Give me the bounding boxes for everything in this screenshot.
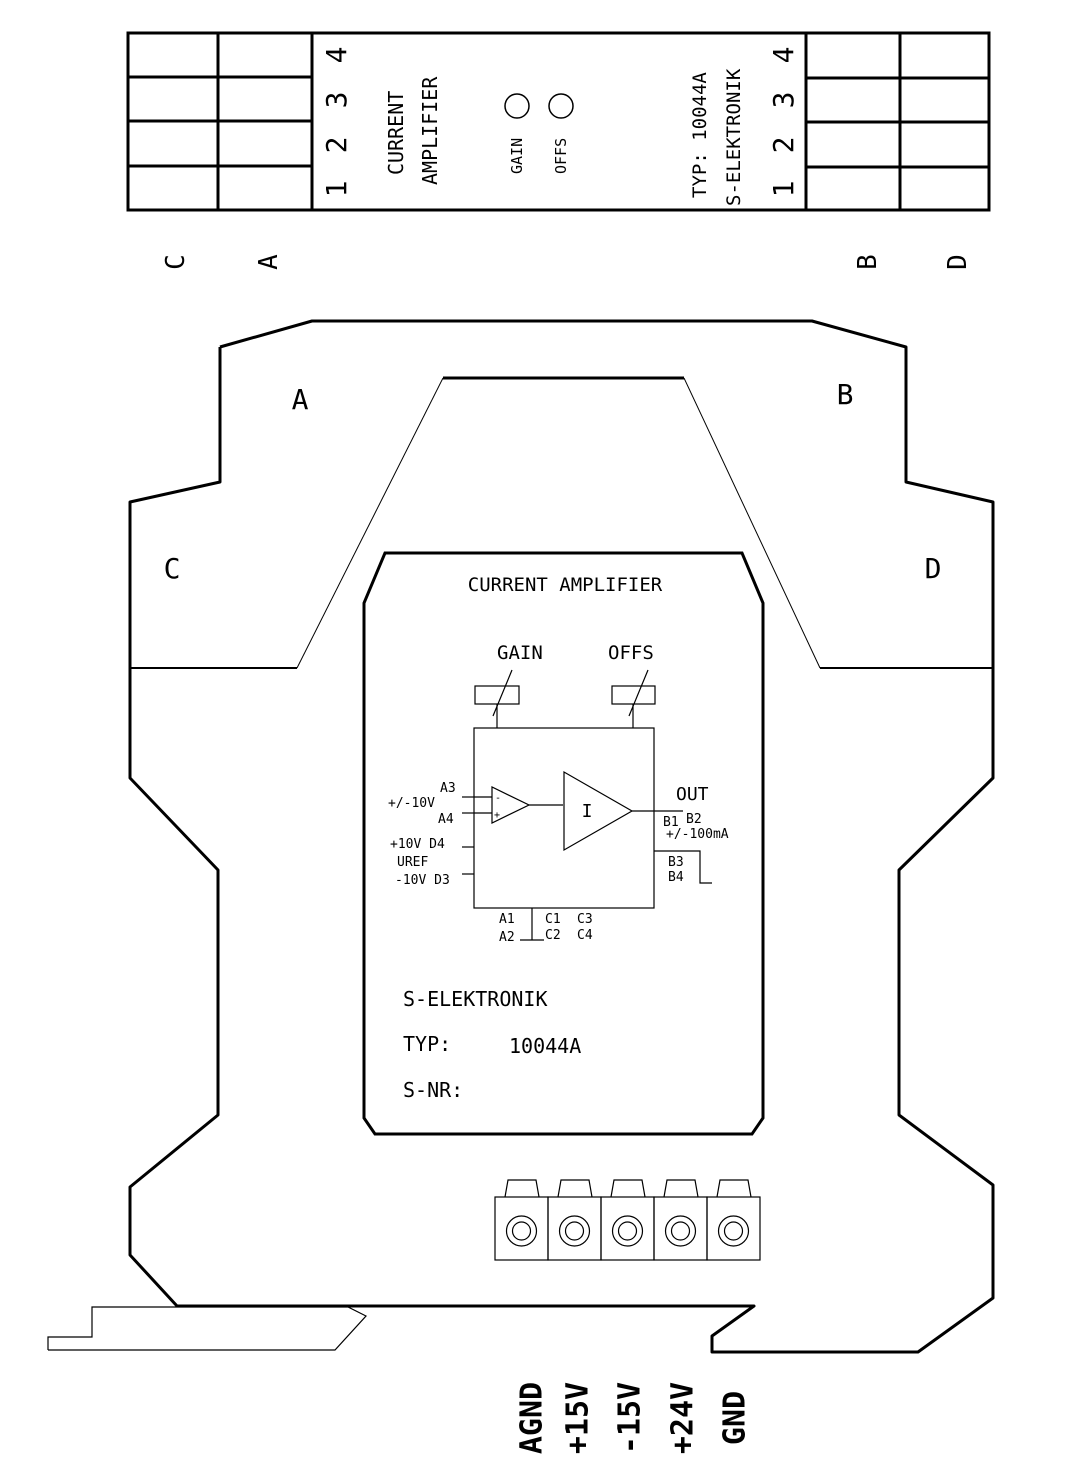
housing-label-b: B bbox=[837, 378, 854, 411]
terminal-screw-outer-gnd-icon bbox=[717, 1215, 750, 1247]
pin-c4: C4 bbox=[577, 928, 593, 943]
pin-c2: C2 bbox=[545, 928, 561, 943]
block-letter-c: C bbox=[161, 254, 191, 270]
terminal-screw-outer-plus24v-icon bbox=[664, 1215, 697, 1247]
schematic-offs-label: OFFS bbox=[608, 642, 654, 664]
opamp-label: I bbox=[582, 801, 593, 822]
pin-b2: B2 bbox=[686, 812, 702, 827]
din-rail-foot bbox=[47, 1306, 367, 1351]
block-letter-d: D bbox=[943, 254, 973, 270]
housing-label-d: D bbox=[925, 552, 942, 585]
terminal-screw-outer-plus15v-icon bbox=[558, 1215, 591, 1247]
housing-outline bbox=[128, 319, 995, 1354]
typ-label: TYP: bbox=[403, 1032, 451, 1056]
top-strip-text: 1 2 3 4 CURRENT AMPLIFIER GAIN OFFS TYP:… bbox=[161, 47, 973, 270]
pin-uref: UREF bbox=[397, 855, 428, 870]
terminal-screw-outer-minus15v-icon bbox=[611, 1215, 644, 1247]
top-type-line: TYP: 10044A bbox=[689, 72, 711, 198]
pin-a3: A3 bbox=[440, 781, 456, 796]
top-title-line1: CURRENT bbox=[384, 91, 408, 175]
terminal-screw-inner-agnd-icon bbox=[511, 1221, 532, 1241]
front-maker: S-ELEKTRONIK bbox=[403, 987, 548, 1011]
terminal-screw-outer-agnd-icon bbox=[505, 1215, 538, 1247]
top-right-pin-1: 1 bbox=[767, 181, 800, 198]
terminal-screw-inner-gnd-icon bbox=[723, 1221, 744, 1241]
schematic bbox=[462, 669, 712, 941]
terminal-clamp-plus15v bbox=[557, 1179, 593, 1198]
schematic-pin-labels: A3 +/-10V A4 +10V D4 UREF -10V D3 B1 B2 … bbox=[388, 781, 729, 945]
out-label: OUT bbox=[676, 784, 709, 805]
pin-b1: B1 bbox=[663, 815, 679, 830]
snr-label: S-NR: bbox=[403, 1078, 463, 1102]
power-terminal-block bbox=[494, 1179, 761, 1261]
terminal-cell-plus15v bbox=[547, 1196, 602, 1261]
terminal-screw-inner-plus24v-icon bbox=[670, 1221, 691, 1241]
top-offs-label: OFFS bbox=[552, 138, 570, 174]
power-label-minus15v: -15V bbox=[613, 1382, 648, 1454]
pin-a2: A2 bbox=[499, 930, 515, 945]
top-right-pin-3: 3 bbox=[767, 92, 800, 109]
block-letter-b: B bbox=[853, 254, 883, 270]
block-letter-a: A bbox=[254, 254, 284, 270]
power-labels: AGND +15V -15V +24V GND bbox=[515, 1382, 753, 1454]
top-maker-line: S-ELEKTRONIK bbox=[723, 68, 745, 206]
terminal-clamp-gnd bbox=[716, 1179, 752, 1198]
terminal-cell-minus15v bbox=[600, 1196, 655, 1261]
power-label-plus24v: +24V bbox=[666, 1382, 701, 1454]
front-panel bbox=[362, 551, 765, 1136]
opamp-plus-sign: + bbox=[494, 810, 500, 821]
terminal-clamp-minus15v bbox=[610, 1179, 646, 1198]
terminal-clamp-plus24v bbox=[663, 1179, 699, 1198]
terminal-screw-inner-plus15v-icon bbox=[564, 1221, 585, 1241]
top-right-pin-2: 2 bbox=[767, 137, 800, 154]
pin-b3: B3 bbox=[668, 855, 684, 870]
power-label-plus15v: +15V bbox=[561, 1382, 596, 1454]
terminal-cell-gnd bbox=[706, 1196, 761, 1261]
top-left-pin-1: 1 bbox=[320, 181, 353, 198]
pin-a1: A1 bbox=[499, 912, 515, 927]
gain-pot-icon bbox=[504, 93, 530, 119]
power-label-agnd: AGND bbox=[515, 1382, 550, 1454]
terminal-cell-agnd bbox=[494, 1196, 549, 1261]
top-strip bbox=[126, 31, 991, 212]
pin-b4: B4 bbox=[668, 870, 684, 885]
pin-input-range: +/-10V bbox=[388, 796, 435, 811]
top-left-pin-3: 3 bbox=[320, 92, 353, 109]
housing-inner-lines bbox=[130, 376, 993, 669]
top-title-line2: AMPLIFIER bbox=[418, 76, 442, 185]
terminal-cell-plus24v bbox=[653, 1196, 708, 1261]
housing-label-c: C bbox=[164, 552, 181, 585]
terminal-screw-inner-minus15v-icon bbox=[617, 1221, 638, 1241]
pin-minus10-d3: -10V D3 bbox=[395, 873, 450, 888]
housing-label-a: A bbox=[292, 383, 309, 416]
top-left-pin-4: 4 bbox=[320, 47, 353, 64]
pin-c1: C1 bbox=[545, 912, 561, 927]
top-gain-label: GAIN bbox=[508, 138, 526, 174]
pin-output-range: +/-100mA bbox=[666, 827, 729, 842]
front-panel-title: CURRENT AMPLIFIER bbox=[468, 574, 663, 596]
pin-plus10-d4: +10V D4 bbox=[390, 837, 445, 852]
power-label-gnd: GND bbox=[718, 1391, 753, 1445]
offs-pot-icon bbox=[548, 93, 574, 119]
opamp-minus-sign: - bbox=[495, 793, 501, 804]
top-left-pin-2: 2 bbox=[320, 137, 353, 154]
typ-value: 10044A bbox=[509, 1034, 581, 1058]
top-right-pin-4: 4 bbox=[767, 47, 800, 64]
pin-a4: A4 bbox=[438, 812, 454, 827]
schematic-gain-label: GAIN bbox=[497, 642, 543, 664]
pin-c3: C3 bbox=[577, 912, 593, 927]
terminal-clamp-agnd bbox=[504, 1179, 540, 1198]
